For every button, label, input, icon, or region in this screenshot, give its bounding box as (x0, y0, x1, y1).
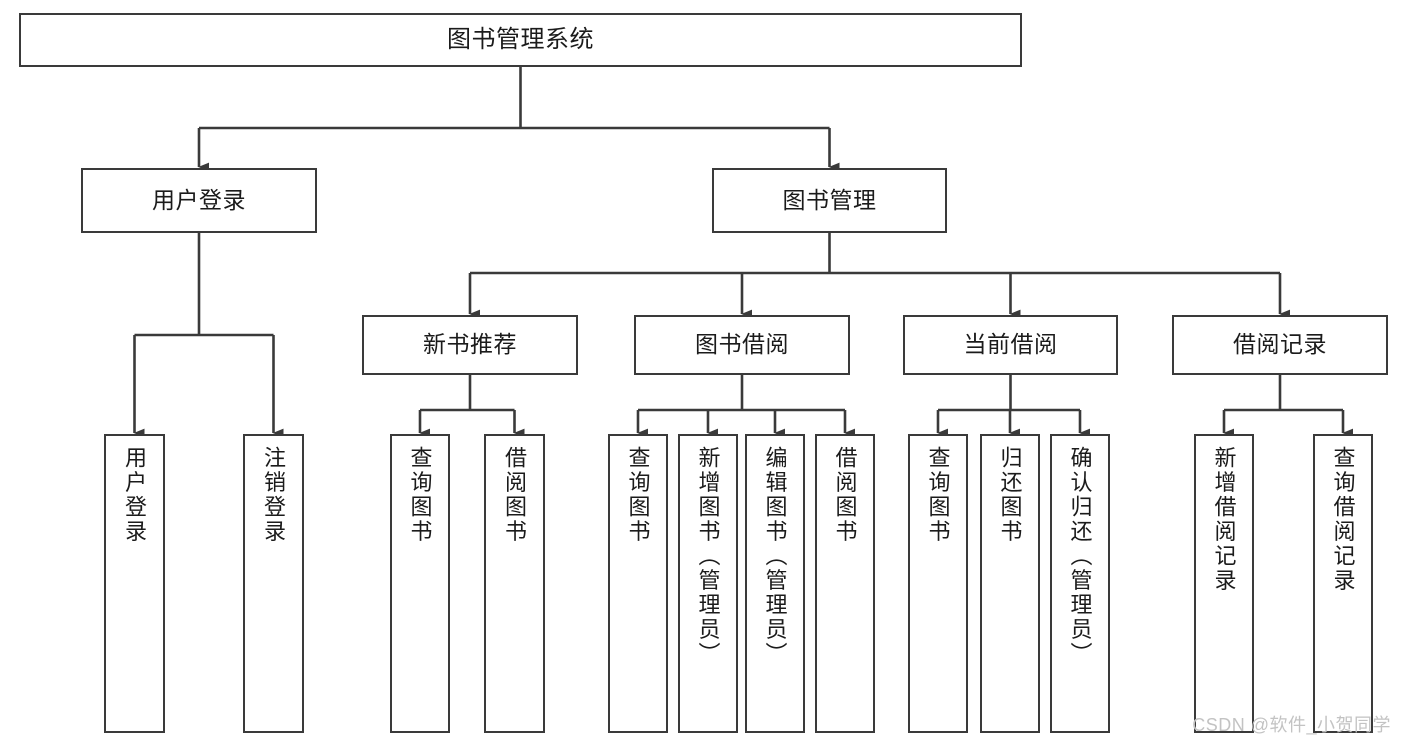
node-label: 确认归还（管理员） (1067, 446, 1093, 667)
node-borrow-record[interactable]: 借阅记录 (1172, 315, 1388, 375)
node-label: 图书借阅 (695, 331, 789, 358)
watermark: CSDN @软件_小贺同学 (1192, 715, 1391, 735)
node-new-book-recommend[interactable]: 新书推荐 (362, 315, 578, 375)
node-label: 编辑图书（管理员） (762, 446, 788, 667)
node-label: 用户登录 (152, 186, 246, 213)
node-leaf-query-book-borrow[interactable]: 查询图书 (608, 434, 668, 733)
node-label: 新书推荐 (423, 331, 517, 358)
node-label: 借阅图书 (502, 446, 528, 544)
node-leaf-add-book-admin[interactable]: 新增图书（管理员） (678, 434, 738, 733)
node-label: 新增图书（管理员） (695, 446, 721, 667)
node-label: 归还图书 (997, 446, 1023, 544)
node-leaf-user-login[interactable]: 用户登录 (104, 434, 165, 733)
node-leaf-borrow-book[interactable]: 借阅图书 (815, 434, 875, 733)
node-leaf-return-book[interactable]: 归还图书 (980, 434, 1040, 733)
node-leaf-borrow-book-newbook[interactable]: 借阅图书 (484, 434, 545, 733)
node-leaf-edit-book-admin[interactable]: 编辑图书（管理员） (745, 434, 805, 733)
node-label: 查询图书 (925, 446, 951, 544)
node-leaf-query-borrow-record[interactable]: 查询借阅记录 (1313, 434, 1373, 733)
node-label: 用户登录 (122, 446, 148, 544)
node-label: 查询借阅记录 (1330, 446, 1356, 593)
node-current-borrow[interactable]: 当前借阅 (903, 315, 1118, 375)
node-leaf-query-book-newbook[interactable]: 查询图书 (390, 434, 450, 733)
node-label: 借阅记录 (1233, 331, 1327, 358)
node-leaf-confirm-return-admin[interactable]: 确认归还（管理员） (1050, 434, 1110, 733)
node-leaf-add-borrow-record[interactable]: 新增借阅记录 (1194, 434, 1254, 733)
node-label: 当前借阅 (963, 331, 1058, 358)
node-book-management[interactable]: 图书管理 (712, 168, 947, 233)
node-label: 查询图书 (625, 446, 651, 544)
node-root[interactable]: 图书管理系统 (19, 13, 1022, 67)
node-leaf-logout[interactable]: 注销登录 (243, 434, 304, 733)
node-label: 图书管理 (782, 186, 877, 213)
node-label: 查询图书 (407, 446, 433, 544)
node-leaf-query-book-current[interactable]: 查询图书 (908, 434, 968, 733)
node-book-borrow[interactable]: 图书借阅 (634, 315, 850, 375)
node-user-login[interactable]: 用户登录 (81, 168, 317, 233)
node-label: 新增借阅记录 (1211, 446, 1237, 593)
node-label: 图书管理系统 (447, 25, 594, 53)
node-label: 注销登录 (261, 446, 287, 544)
node-label: 借阅图书 (832, 446, 858, 544)
